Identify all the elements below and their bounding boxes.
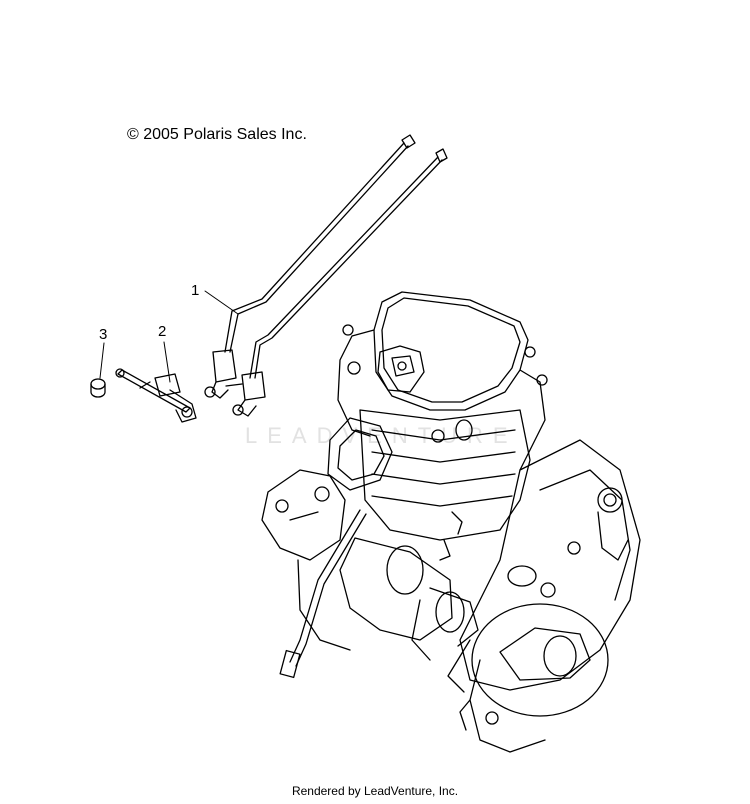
copyright-notice: © 2005 Polaris Sales Inc.: [127, 126, 307, 143]
tube-assembly: [204, 134, 448, 417]
callout-2: 2: [158, 323, 167, 340]
callout-1-leader: [204, 290, 239, 315]
fitting-bracket: [115, 368, 197, 423]
callout-3: 3: [99, 326, 108, 343]
callout-1: 1: [191, 282, 200, 299]
render-credit: Rendered by LeadVenture, Inc.: [291, 784, 459, 798]
engine-drawing: [261, 291, 641, 753]
cap-part: [90, 378, 106, 398]
callout-3-leader: [99, 342, 105, 379]
